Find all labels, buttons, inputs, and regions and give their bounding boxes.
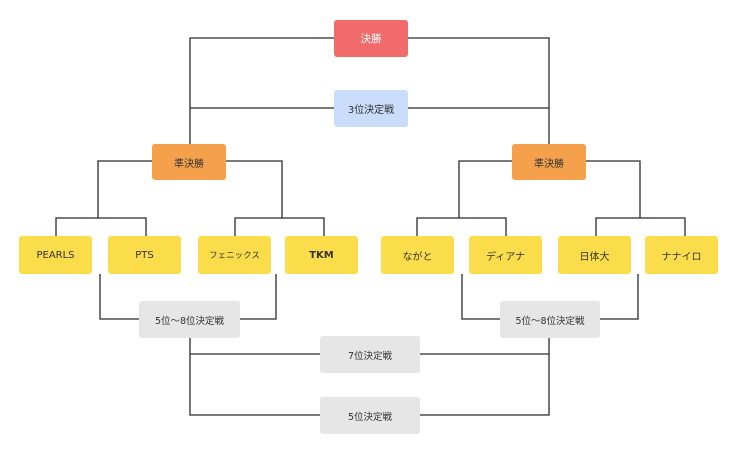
team-node: 日体大: [558, 236, 631, 274]
team-node: PTS: [108, 236, 181, 274]
third-place-node: 3位決定戦: [334, 90, 408, 127]
semifinal-right-connector: [458, 160, 641, 218]
semifinal-left-connector: [97, 160, 283, 218]
team-node: ナナイロ: [645, 236, 718, 274]
team-node: PEARLS: [19, 236, 92, 274]
pair-connector-2: [234, 217, 325, 236]
final-connector: [189, 37, 550, 145]
team-node: ながと: [381, 236, 454, 274]
team-node: TKM: [285, 236, 358, 274]
semifinal-left-node: 準決勝: [152, 144, 226, 180]
seventh-fifth-left-connector: [189, 338, 320, 416]
fifth-place-node: 5位決定戦: [320, 397, 420, 434]
pair-connector-3: [416, 217, 507, 236]
place-5-8-left-connector: [99, 274, 277, 320]
place-5-8-right-node: 5位～8位決定戦: [500, 301, 600, 338]
semifinal-right-node: 準決勝: [512, 144, 586, 180]
team-node: フェニックス: [198, 236, 271, 274]
team-node: ディアナ: [469, 236, 542, 274]
pair-connector-4: [595, 217, 686, 236]
place-5-8-left-node: 5位～8位決定戦: [139, 301, 240, 338]
final-node: 決勝: [334, 20, 408, 57]
place-5-8-right-connector: [461, 274, 639, 320]
seventh-fifth-right-connector: [420, 338, 550, 416]
seventh-place-node: 7位決定戦: [320, 336, 420, 373]
pair-connector-1: [55, 217, 147, 236]
